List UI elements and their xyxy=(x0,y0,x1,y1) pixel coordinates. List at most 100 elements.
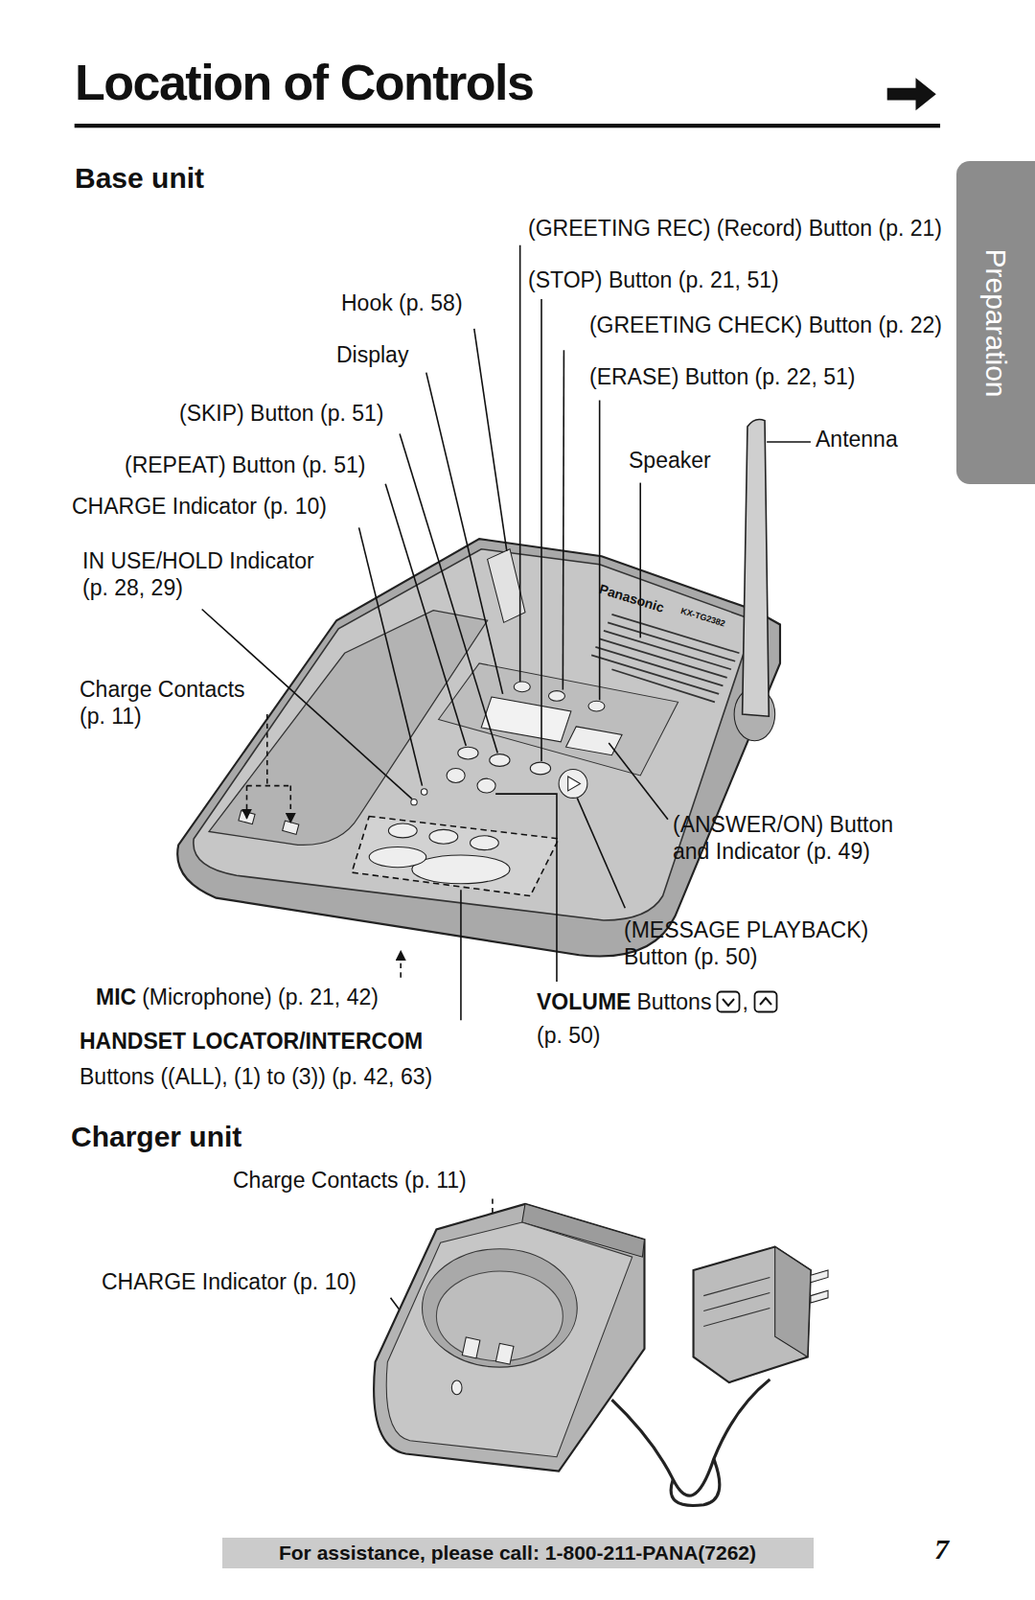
charger-unit-drawing-part-part xyxy=(703,1307,770,1326)
callout-label: (REPEAT) Button (p. 51) xyxy=(124,452,366,480)
base-unit-drawing-part-part xyxy=(548,690,565,702)
base-unit-drawing-part xyxy=(177,538,781,956)
base-unit-drawing-part-part xyxy=(566,726,623,756)
callout-label: (GREETING REC) (Record) Button (p. 21) xyxy=(528,215,943,243)
leader-lines-part xyxy=(359,527,423,785)
charger-unit-drawing-part xyxy=(386,1221,632,1457)
charger-unit-drawing-part xyxy=(693,1246,811,1383)
charger-unit-drawing-part xyxy=(775,1246,811,1357)
charger-unit-drawing-part-part xyxy=(703,1291,770,1311)
leader-lines-part xyxy=(639,483,642,639)
page-number: 7 xyxy=(934,1531,949,1566)
base-unit-drawing-part-part xyxy=(368,846,427,867)
base-unit-drawing-part-part xyxy=(588,700,605,712)
charger-unit-drawing-part xyxy=(810,1269,828,1283)
base-unit-drawing-part-part xyxy=(558,769,588,799)
base-unit-drawing-part-part xyxy=(477,778,496,793)
charger-unit-drawing-part xyxy=(461,1336,481,1358)
leader-lines-part xyxy=(385,483,466,746)
base-unit-drawing-part-part xyxy=(470,835,500,851)
charger-unit-drawing xyxy=(373,1203,828,1506)
charger-unit-drawing-part xyxy=(373,1203,644,1472)
leader-lines-part xyxy=(608,742,668,820)
base-unit-drawing-part xyxy=(411,798,417,805)
callout-label: CHARGE Indicator (p. 10) xyxy=(71,493,327,521)
base-unit-drawing-part-part xyxy=(603,630,732,669)
base-unit-drawing-part xyxy=(282,820,299,834)
key-outline xyxy=(754,991,777,1012)
base-unit-drawing-part xyxy=(438,663,679,776)
footer-band: For assistance, please call: 1-800-211-P… xyxy=(222,1537,814,1568)
leader-lines-part xyxy=(519,245,522,682)
leader-lines-part xyxy=(474,328,507,552)
base-unit-drawing-part-part xyxy=(388,823,417,838)
callout-label: (Microphone) (p. 21, 42) xyxy=(141,984,379,1012)
side-tab: Preparation xyxy=(956,161,1035,484)
charger-unit-drawing-part xyxy=(422,1248,578,1367)
section-heading: Charger unit xyxy=(70,1119,242,1154)
charger-unit-drawing-part xyxy=(495,1342,514,1364)
leader-lines-part xyxy=(766,440,811,443)
node-text: For assistance, please call: 1-800-211-P… xyxy=(278,1541,757,1564)
callout-label: HANDSET LOCATOR/INTERCOM xyxy=(79,1028,423,1056)
charger-unit-drawing-part xyxy=(670,1458,720,1506)
base-unit-drawing-part-part xyxy=(489,754,510,767)
leader-lines-part xyxy=(562,349,564,690)
base-unit-drawing-part xyxy=(742,418,770,716)
title-rule-part xyxy=(74,123,941,128)
base-unit-drawing-part-part xyxy=(591,654,719,693)
leader-lines-part-part xyxy=(246,784,291,787)
base-unit-drawing-part-part xyxy=(513,681,530,692)
base-unit-drawing-part-part xyxy=(412,854,510,884)
key-icon xyxy=(753,989,779,1013)
key-icon xyxy=(715,989,741,1013)
leader-lines-part-part xyxy=(246,785,249,819)
key-chevron xyxy=(759,997,772,1005)
base-unit-drawing-part xyxy=(568,776,581,791)
leader-lines-part xyxy=(399,434,498,754)
callout-label: (SKIP) Button (p. 51) xyxy=(179,400,384,428)
callout-label: Speaker xyxy=(628,447,712,475)
charger-unit-drawing-part xyxy=(703,1276,770,1326)
callout-label: , xyxy=(741,989,748,1016)
charger-unit-drawing-part-part xyxy=(703,1276,770,1295)
key-chevron xyxy=(722,998,735,1006)
base-unit-drawing-part-part xyxy=(595,646,723,686)
charger-unit-drawing-part xyxy=(451,1380,462,1395)
model-number: KX-TG2382 xyxy=(679,605,727,629)
callout-label: Buttons xyxy=(636,989,712,1016)
key-outline xyxy=(717,991,740,1012)
callout-label: Charge Contacts (p. 11) xyxy=(232,1167,467,1195)
callout-label: (ANSWER/ON) Button and Indicator (p. 49) xyxy=(672,811,913,865)
callout-label: Charge Contacts (p. 11) xyxy=(79,676,272,730)
base-unit-drawing-part xyxy=(481,696,572,742)
base-unit-drawing-part-part xyxy=(529,761,551,775)
leader-lines-part xyxy=(202,609,413,800)
base-unit-drawing-part xyxy=(208,610,487,846)
leader-lines-part-part xyxy=(266,713,269,785)
base-unit-drawing-part xyxy=(446,681,622,798)
leader-lines-part xyxy=(460,889,462,1020)
leader-lines-part-part xyxy=(399,950,402,978)
base-unit-drawing-part xyxy=(368,823,510,884)
brand-mark: Panasonic xyxy=(597,580,667,617)
page-title: Location of Controls xyxy=(74,53,533,112)
base-unit-drawing-part xyxy=(193,549,756,920)
callout-label: Display xyxy=(336,342,409,369)
node-text: Preparation xyxy=(979,248,1012,397)
callout-label: (ERASE) Button (p. 22, 51) xyxy=(589,364,855,391)
leader-lines-part xyxy=(540,299,543,761)
callout-label: Hook (p. 58) xyxy=(341,290,463,318)
base-unit-drawing-part-part xyxy=(446,768,465,783)
charger-unit-drawing-part xyxy=(611,1379,770,1495)
callout-label: CHARGE Indicator (p. 10) xyxy=(101,1268,357,1296)
base-unit-drawing-part-part xyxy=(429,828,459,844)
title-rule-part xyxy=(887,77,937,111)
charger-unit-drawing-part xyxy=(810,1289,828,1303)
callout-label: (MESSAGE PLAYBACK) Button (p. 50) xyxy=(623,917,874,970)
leader-lines-part-part xyxy=(289,785,292,823)
base-unit-drawing-part-part xyxy=(458,746,479,759)
callout-label: MIC xyxy=(95,984,137,1012)
callout-label: (STOP) Button (p. 21, 51) xyxy=(528,267,780,295)
